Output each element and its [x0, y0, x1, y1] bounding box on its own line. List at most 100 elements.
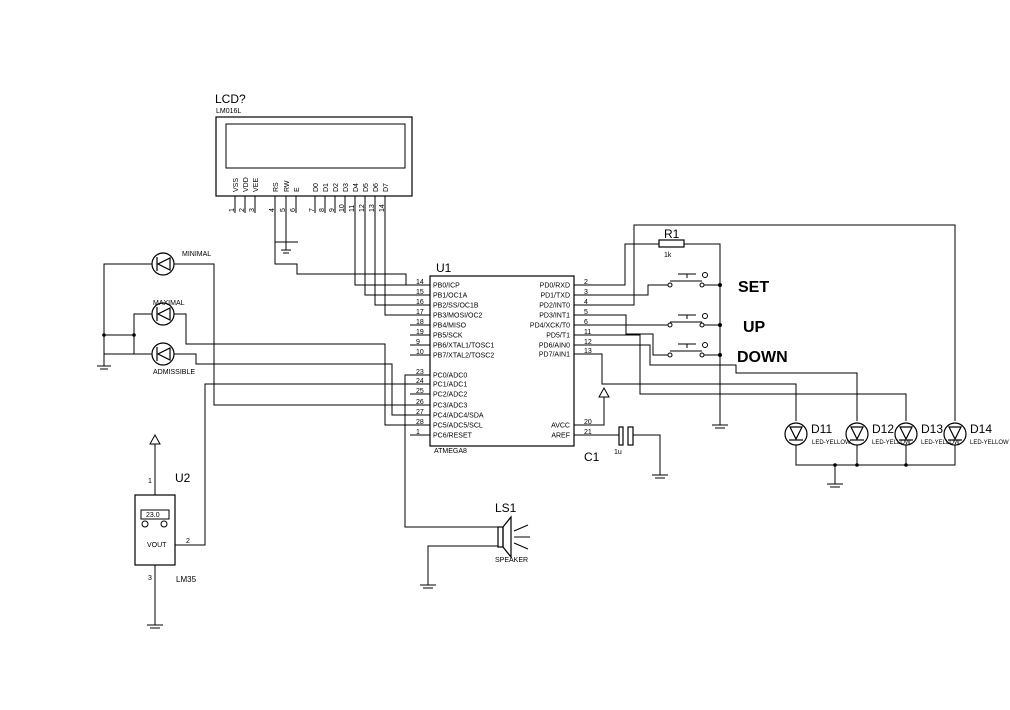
mcu-right-pin-name: AVCC [551, 423, 570, 430]
mcu-left-pin-name: PB6/XTAL1/TOSC1 [433, 343, 494, 350]
lcd-pin-number: 11 [349, 205, 356, 212]
lcd-pin-number: 4 [269, 208, 276, 212]
lcd-pin-name: VSS [233, 178, 240, 192]
lcd-pin-number: 6 [290, 208, 297, 212]
mcu-right-pin-name: PD2/INT0 [539, 303, 570, 310]
lcd-pin-number: 3 [249, 208, 256, 212]
mcu-ref: U1 [436, 261, 452, 275]
left-led-group: MINIMAL MAXIMAL ADMISSIBLE [97, 251, 410, 426]
mcu-right-pin-number: 3 [584, 289, 588, 296]
lcd-display: LCD? LM016L VSS1VDD2VEE3RS4RW5E6D07D18D2… [215, 92, 413, 213]
mcu-right-pin-number: 20 [584, 419, 592, 426]
mcu-right-pin-number: 2 [584, 279, 588, 286]
mcu-left-pin-number: 26 [416, 399, 424, 406]
led-d11: D11 LED-YELLOW [784, 422, 851, 446]
mcu-right-pin-name: PD4/XCK/T0 [530, 323, 570, 330]
sensor-ref: U2 [175, 471, 191, 485]
speaker: LS1 SPEAKER [404, 374, 530, 589]
lcd-pin-number: 10 [339, 204, 346, 212]
lcd-screen [225, 123, 406, 169]
lcd-pin-number: 13 [369, 204, 376, 212]
mcu-left-pin-number: 18 [416, 319, 424, 326]
mcu-left-pin-name: PC1/ADC1 [433, 382, 467, 389]
mcu-right-pin-name: PD7/AIN1 [539, 352, 570, 359]
sensor-vout-label: VOUT [147, 542, 167, 549]
mcu-left-pin-number: 15 [416, 289, 424, 296]
lcd-pin-name: RS [273, 182, 280, 192]
mcu-left-pin-number: 17 [416, 309, 424, 316]
mcu-left-pin-name: PB2/SS/OC1B [433, 303, 479, 310]
speaker-ref: LS1 [495, 501, 517, 515]
mcu-right-pin-name: PD6/AIN0 [539, 343, 570, 350]
mcu-right-pin-name: PD1/TXD [540, 293, 570, 300]
led-d14-part: LED-YELLOW [970, 440, 1009, 446]
mcu-left-pin-number: 24 [416, 378, 424, 385]
lcd-pin-name: D3 [343, 183, 350, 192]
lcd-pin-number: 1 [229, 208, 236, 212]
lcd-pin-number: 7 [309, 208, 316, 212]
mcu-body [429, 275, 575, 447]
mcu-left-pin-number: 9 [416, 339, 420, 346]
lcd-pin-name: RW [284, 180, 291, 192]
mcu-left-pin-name: PB0/ICP [433, 283, 460, 290]
led-admissible [151, 342, 175, 366]
mcu-left-pin-name: PC4/ADC4/SDA [433, 413, 484, 420]
mcu-right-pin-number: 12 [584, 339, 592, 346]
led-d11-ref: D11 [811, 422, 832, 436]
lcd-pins: VSS1VDD2VEE3RS4RW5E6D07D18D29D310D411D51… [229, 177, 390, 213]
lcd-pin-name: VEE [253, 178, 260, 192]
lcd-body [215, 116, 413, 197]
mcu-right-pin-name: PD0/RXD [540, 283, 570, 290]
mcu-left-pin-name: PB5/SCK [433, 333, 463, 340]
up-button [667, 313, 722, 328]
lcd-part: LM016L [216, 108, 241, 115]
led-d12-part: LED-YELLOW [872, 440, 911, 446]
lcd-pin-name: E [294, 187, 301, 192]
lcd-pin-name: D0 [313, 183, 320, 192]
sensor-pin3: 3 [148, 575, 152, 582]
mcu-left-pin-name: PC5/ADC5/SCL [433, 423, 483, 430]
lcd-pin-name: D7 [383, 183, 390, 192]
lcd-mcu-wires [274, 213, 410, 316]
mcu-right-pin-number: 13 [584, 348, 592, 355]
led-d14-ref: D14 [970, 422, 992, 436]
mcu-left-pin-number: 10 [416, 349, 424, 356]
mcu-part: ATMEGA8 [434, 448, 467, 455]
lcd-pin-name: D2 [333, 183, 340, 192]
resistor-value: 1k [664, 252, 672, 259]
lcd-pin-name: D4 [353, 183, 360, 192]
sensor-display-value: 23.0 [146, 512, 160, 519]
set-button [667, 272, 722, 288]
lcd-pin-name: D5 [363, 183, 370, 192]
sensor-pin1: 1 [148, 478, 152, 485]
lcd-pin-number: 2 [239, 208, 246, 212]
mcu-right-pin-number: 4 [584, 299, 588, 306]
mcu-left-pin-name: PB3/MOSI/OC2 [433, 313, 483, 320]
temperature-sensor: U2 23.0 VOUT LM35 1 2 3 [134, 383, 410, 629]
mcu-right-pin-name: PD5/T1 [546, 333, 570, 340]
right-led-group: D11 LED-YELLOW D12 LED-YELLOW D13 LED-YE… [784, 422, 1009, 488]
mcu-left-pin-number: 27 [416, 409, 424, 416]
sensor-display-box [140, 509, 170, 520]
push-buttons: SET UP DOWN [594, 224, 956, 421]
speaker-label: SPEAKER [495, 557, 528, 564]
led-minimal-label: MINIMAL [182, 251, 211, 258]
led-admissible-label: ADMISSIBLE [153, 369, 195, 376]
lcd-pin-name: VDD [243, 177, 250, 192]
mcu-right-pin-name: AREF [551, 433, 570, 440]
capacitor-plate-1 [618, 426, 624, 446]
led-minimal [151, 252, 175, 276]
resistor: R1 1k [594, 227, 728, 429]
capacitor-plate-2 [627, 426, 634, 446]
mcu-left-pin-number: 28 [416, 419, 424, 426]
mcu-left-pin-number: 16 [416, 299, 424, 306]
lcd-pin-number: 14 [379, 204, 386, 212]
lcd-pin-name: D6 [373, 183, 380, 192]
mcu-left-pin-number: 25 [416, 388, 424, 395]
down-button-label: DOWN [737, 349, 788, 366]
mcu-left-pin-name: PC6/RESET [433, 433, 473, 440]
lcd-pin-number: 5 [280, 208, 287, 212]
